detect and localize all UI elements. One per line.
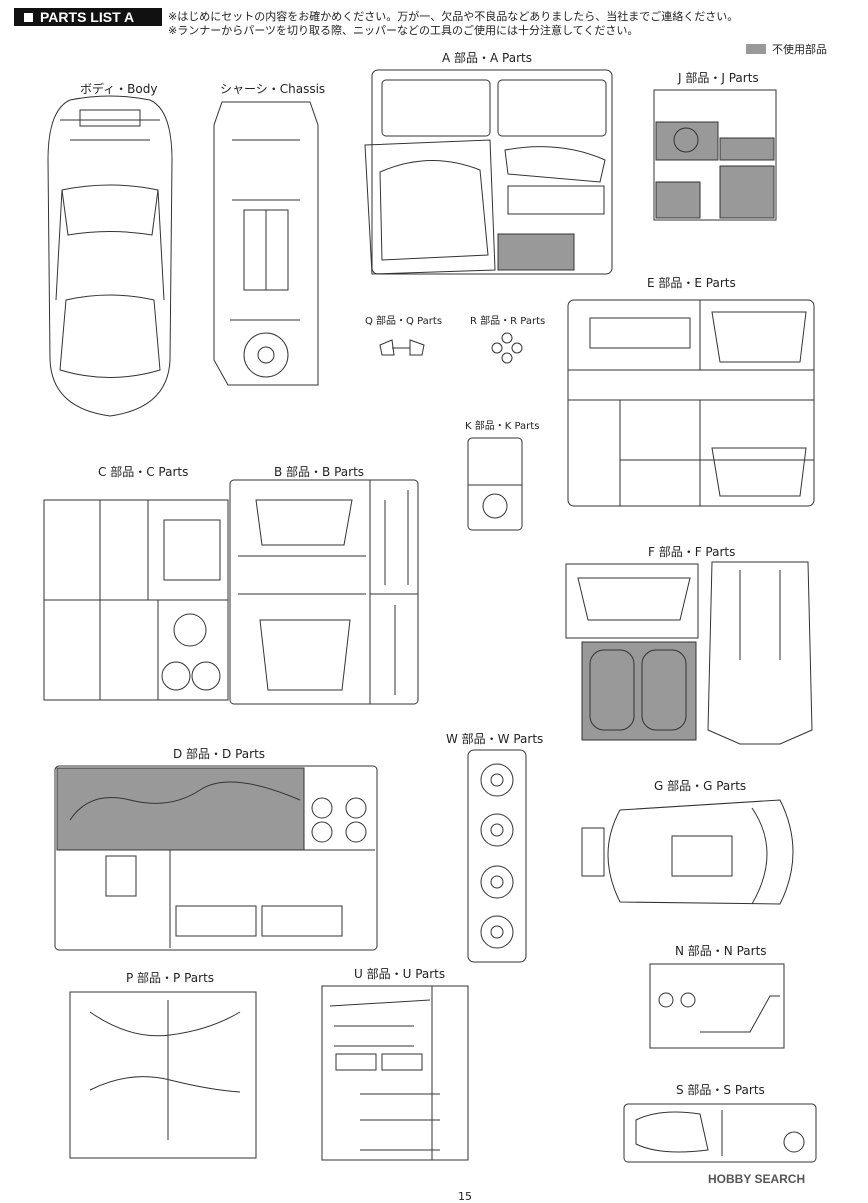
e-parts-label: E 部品・E Parts: [647, 276, 736, 290]
hobby-search-watermark: HOBBY SEARCH: [708, 1172, 806, 1186]
title-text: PARTS LIST A: [40, 9, 135, 25]
n-parts-label: N 部品・N Parts: [675, 944, 767, 958]
d-parts-label: D 部品・D Parts: [173, 747, 266, 761]
notice-line-2: ※ランナーからパーツを切り取る際、ニッパーなどの工具のご使用には十分注意してくだ…: [168, 24, 639, 37]
j-parts-label: J 部品・J Parts: [678, 71, 759, 85]
s-parts-runner: [623, 1103, 817, 1163]
parts-list-title: PARTS LIST A: [14, 8, 162, 26]
body-label: ボディ・Body: [80, 82, 158, 96]
chassis-label: シャーシ・Chassis: [220, 82, 326, 96]
r-parts-label: R 部品・R Parts: [470, 316, 546, 327]
s-parts-label: S 部品・S Parts: [676, 1083, 765, 1097]
w-parts-runner: [467, 749, 527, 963]
body-drawing: [47, 95, 173, 417]
k-parts-runner: [467, 437, 523, 531]
g-parts-label: G 部品・G Parts: [654, 779, 747, 793]
a-parts-runner: [364, 69, 613, 275]
notice-line-1: ※はじめにセットの内容をお確かめください。万が一、欠品や不良品などありましたら、…: [168, 10, 739, 23]
a-parts-label: A 部品・A Parts: [442, 51, 532, 65]
j-parts-runner: [653, 89, 777, 221]
notice: ※はじめにセットの内容をお確かめください。万が一、欠品や不良品などありましたら、…: [168, 10, 738, 38]
e-parts-runner: [567, 299, 815, 507]
c-parts-label: C 部品・C Parts: [98, 465, 189, 479]
legend-label: 不使用部品: [772, 43, 827, 56]
k-parts-label: K 部品・K Parts: [465, 421, 540, 432]
q-r-parts: [379, 332, 523, 364]
u-parts-runner: [321, 985, 469, 1161]
q-parts-label: Q 部品・Q Parts: [365, 316, 443, 327]
g-parts-runner: [581, 799, 794, 905]
page-header: PARTS LIST A ※はじめにセットの内容をお確かめください。万が一、欠品…: [0, 0, 868, 44]
w-parts-label: W 部品・W Parts: [446, 732, 544, 746]
d-parts-runner: [54, 765, 378, 951]
page-number: 15: [458, 1190, 472, 1203]
f-parts-label: F 部品・F Parts: [648, 545, 736, 559]
f-parts-runner: [565, 561, 813, 745]
u-parts-label: U 部品・U Parts: [354, 967, 446, 981]
p-parts-runner: [69, 991, 257, 1159]
legend-swatch: [746, 44, 766, 54]
c-parts-runner: [43, 499, 229, 701]
p-parts-label: P 部品・P Parts: [126, 971, 215, 985]
unused-parts-legend: 不使用部品: [746, 41, 827, 57]
n-parts-runner: [649, 963, 785, 1049]
b-parts-runner: [229, 479, 419, 705]
b-parts-label: B 部品・B Parts: [274, 465, 365, 479]
chassis-drawing: [213, 101, 319, 386]
